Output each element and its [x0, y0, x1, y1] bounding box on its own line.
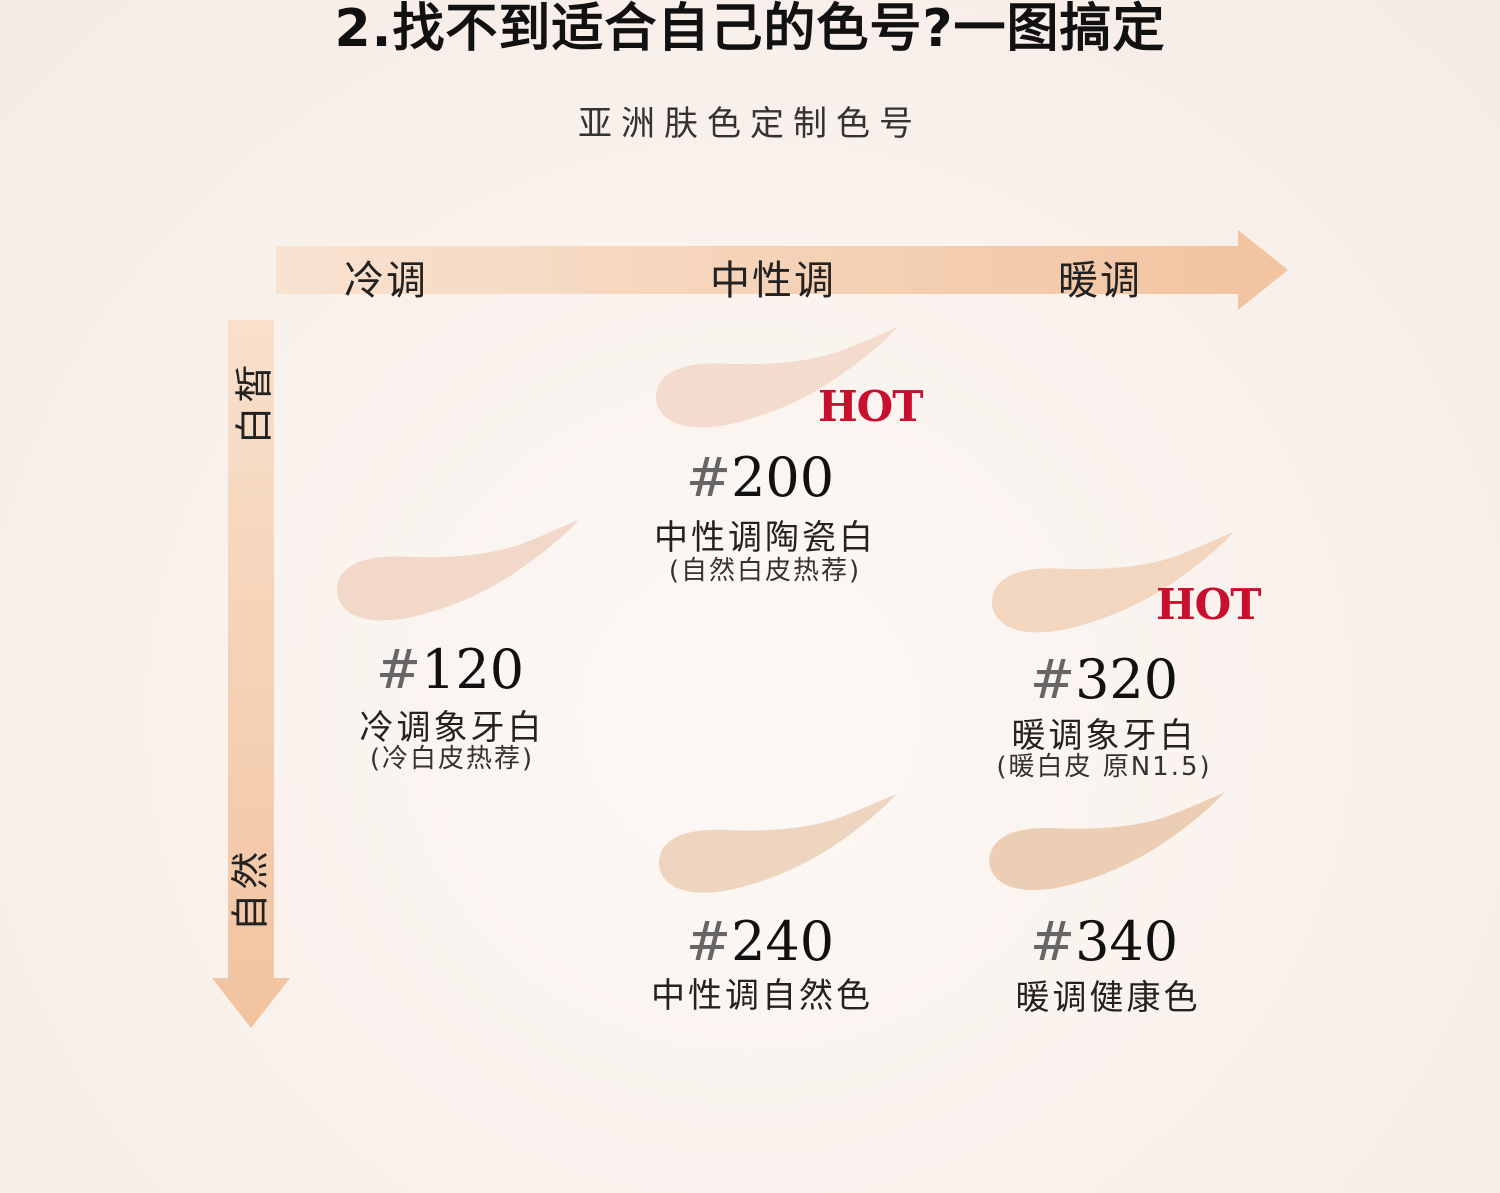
shade-code: #340 [1029, 910, 1179, 973]
hot-badge: HOT [818, 382, 924, 431]
shade-120-swatch [336, 519, 579, 621]
axis-label-fair: 白皙 [232, 360, 277, 445]
shade-code: #200 [685, 446, 835, 509]
shade-name: 暖调象牙白 [1011, 716, 1197, 756]
shade-code: #320 [1029, 648, 1179, 711]
shade-name: 暖调健康色 [1015, 978, 1201, 1018]
page-subtitle: 亚洲肤色定制色号 [578, 104, 922, 144]
shade-name: 中性调自然色 [651, 976, 873, 1016]
shade-name: 中性调陶瓷白 [654, 518, 876, 558]
page-title: 2.找不到适合自己的色号?一图搞定 [334, 0, 1166, 59]
axis-label-cool: 冷调 [344, 258, 428, 304]
shade-note: (自然白皮热荐) [668, 556, 862, 586]
shade-240-swatch [659, 793, 897, 893]
axis-label-warm: 暖调 [1058, 258, 1142, 304]
depth-axis-arrow [210, 320, 294, 1032]
axis-label-natural: 自然 [228, 847, 273, 932]
shade-code: #120 [375, 638, 525, 701]
shade-code: #240 [685, 910, 835, 973]
tone-axis-arrow [276, 228, 1290, 312]
shade-340-swatch [989, 792, 1225, 891]
shade-name: 冷调象牙白 [359, 708, 545, 748]
shade-note: (暖白皮 原N1.5) [996, 752, 1212, 782]
hot-badge: HOT [1156, 580, 1262, 629]
shade-note: (冷白皮热荐) [369, 744, 535, 774]
axis-label-neutral: 中性调 [710, 258, 836, 304]
